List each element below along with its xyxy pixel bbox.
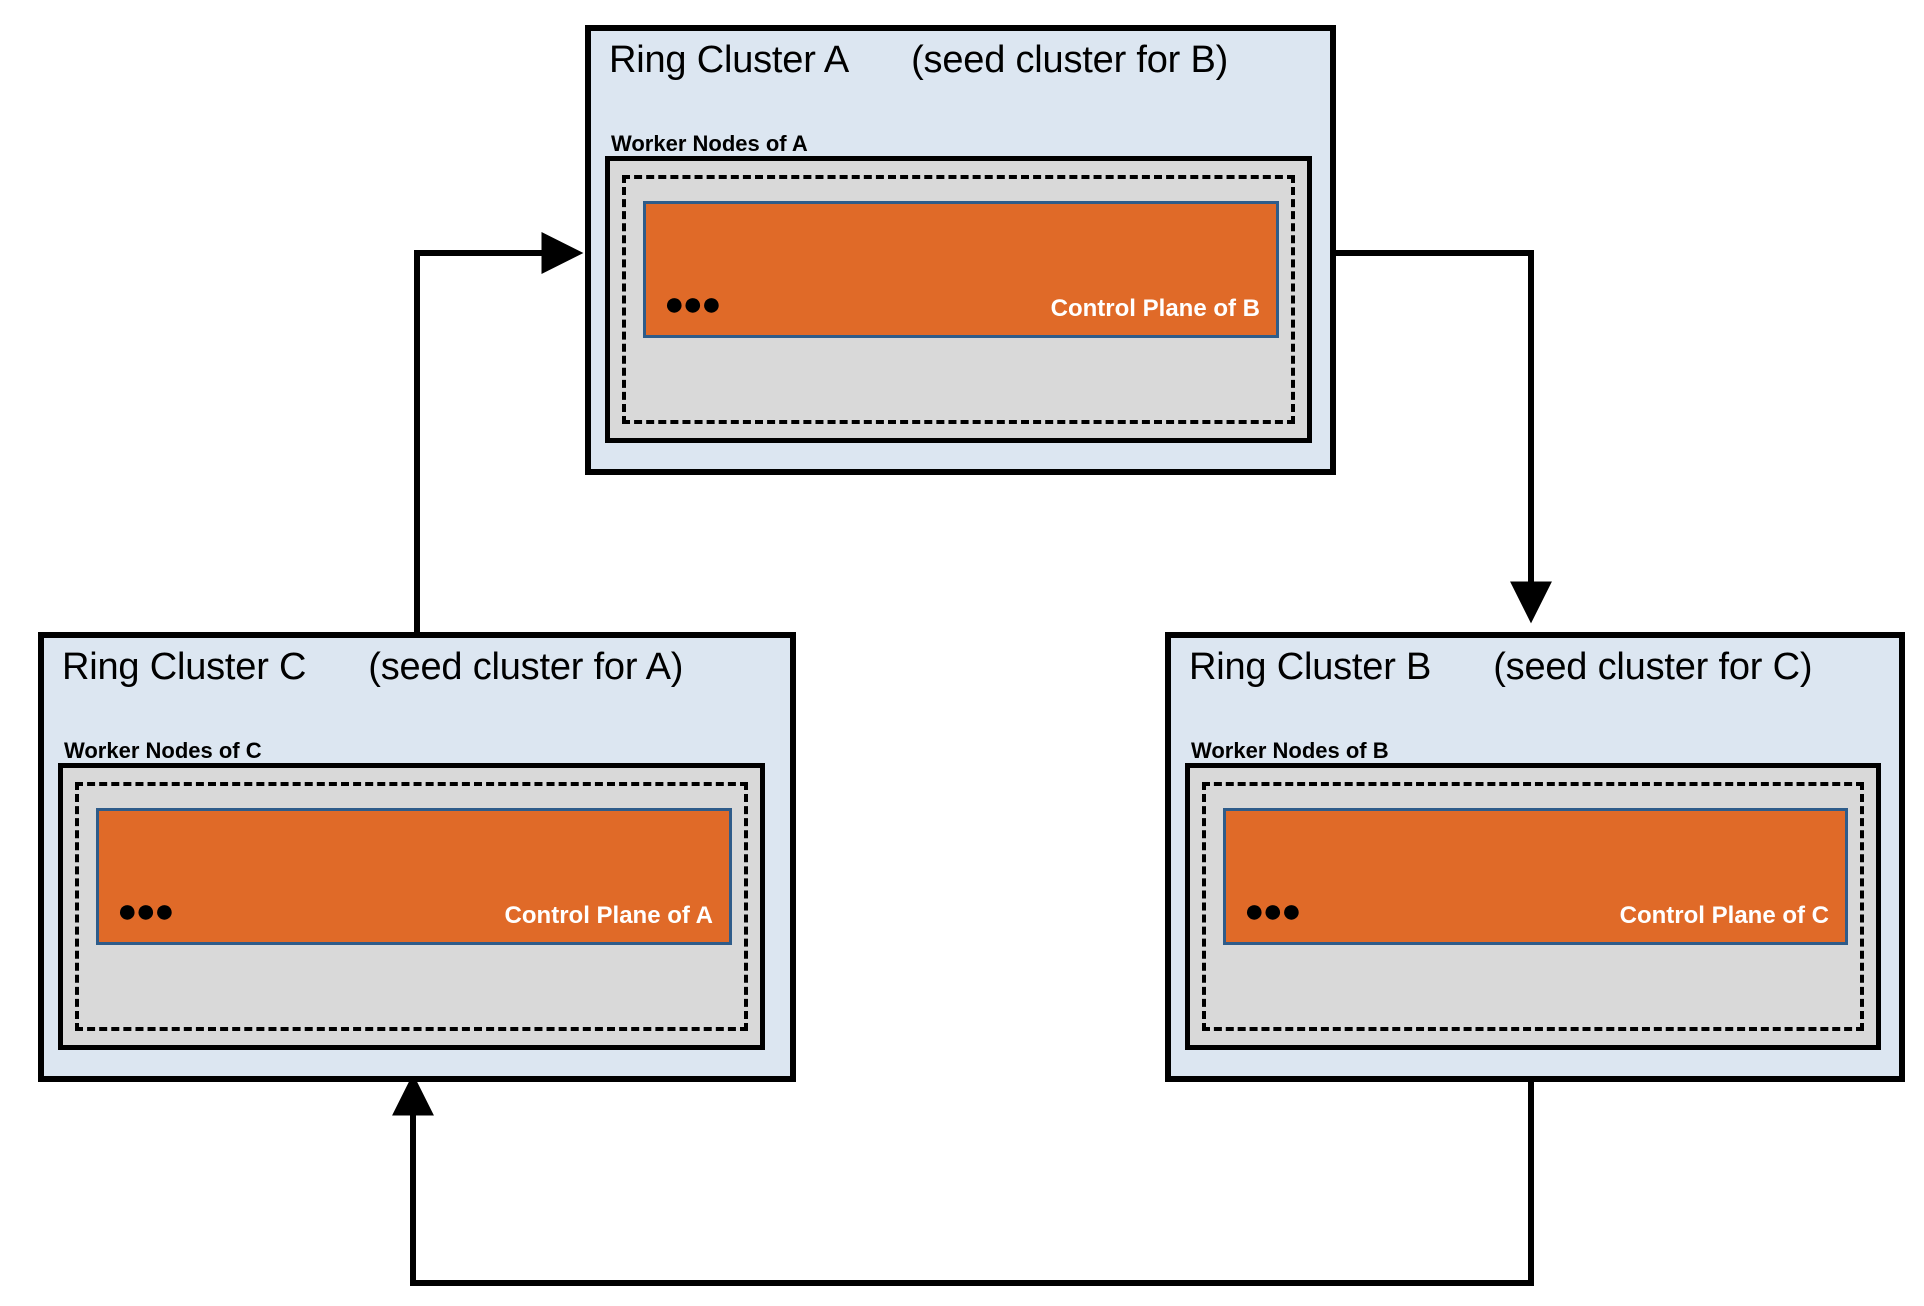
cluster-b-title-main: Ring Cluster B — [1189, 646, 1432, 688]
cluster-c-control-plane[interactable]: ●●● Control Plane of A — [96, 808, 732, 945]
cluster-b-title-seed: (seed cluster for C) — [1493, 646, 1813, 688]
cluster-b-title: Ring Cluster B (seed cluster for C) — [1189, 646, 1812, 689]
cluster-c-dashed-boundary — [75, 782, 748, 1031]
cluster-a-title-main: Ring Cluster A — [609, 39, 850, 81]
cluster-c-control-plane-label: Control Plane of A — [504, 902, 713, 929]
cluster-b-worker-box[interactable]: ●●● Control Plane of C — [1185, 763, 1881, 1050]
cluster-b-control-plane-label: Control Plane of C — [1619, 902, 1829, 929]
arrow-a-to-b — [1336, 250, 1552, 624]
cluster-a-title: Ring Cluster A (seed cluster for B) — [609, 39, 1228, 82]
cluster-c-title-main: Ring Cluster C — [62, 646, 307, 688]
cluster-b[interactable]: Ring Cluster B (seed cluster for C) Worke… — [1165, 632, 1905, 1082]
cluster-c-title: Ring Cluster C (seed cluster for A) — [62, 646, 683, 689]
cluster-a-worker-label: Worker Nodes of A — [611, 131, 808, 156]
cluster-b-worker-label: Worker Nodes of B — [1191, 738, 1389, 763]
cluster-a-worker-box[interactable]: ●●● Control Plane of B — [605, 156, 1312, 443]
cluster-c-title-seed: (seed cluster for A) — [368, 646, 684, 688]
cluster-c-worker-label: Worker Nodes of C — [64, 738, 262, 763]
cluster-c[interactable]: Ring Cluster C (seed cluster for A) Worke… — [38, 632, 796, 1082]
cluster-a[interactable]: Ring Cluster A (seed cluster for B) Worke… — [585, 25, 1336, 475]
cluster-a-dashed-boundary — [622, 175, 1295, 424]
cluster-b-control-plane[interactable]: ●●● Control Plane of C — [1223, 808, 1848, 945]
cluster-c-worker-box[interactable]: ●●● Control Plane of A — [58, 763, 765, 1050]
arrow-b-to-c — [392, 1065, 1534, 1286]
arrow-c-to-a — [414, 232, 584, 632]
cluster-a-ellipsis-icon: ●●● — [664, 285, 722, 323]
cluster-a-title-seed: (seed cluster for B) — [911, 39, 1229, 81]
cluster-b-dashed-boundary — [1202, 782, 1864, 1031]
cluster-c-ellipsis-icon: ●●● — [117, 892, 175, 930]
cluster-a-control-plane-label: Control Plane of B — [1050, 295, 1260, 322]
cluster-b-ellipsis-icon: ●●● — [1244, 892, 1302, 930]
cluster-a-control-plane[interactable]: ●●● Control Plane of B — [643, 201, 1279, 338]
